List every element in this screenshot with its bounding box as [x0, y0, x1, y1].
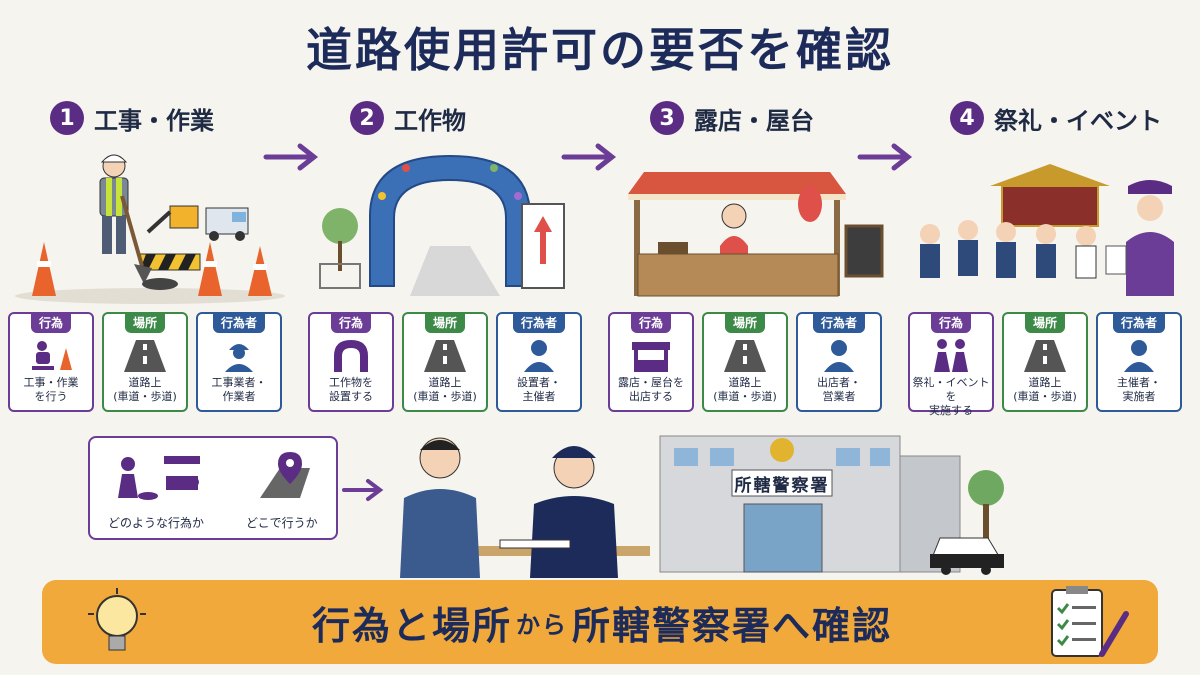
- bubble-label-place: どこで行うか: [246, 516, 318, 530]
- card-tag: 行為者: [212, 312, 266, 333]
- card-action: 行為 工作物を 設置する: [308, 312, 394, 412]
- card-text: 道路上 (車道・歩道): [113, 376, 177, 403]
- arrow-right-icon: [857, 143, 913, 171]
- card-tag: 場所: [424, 312, 466, 333]
- card-text: 道路上 (車道・歩道): [413, 376, 477, 403]
- card-actor: 行為者 出店者・ 営業者: [796, 312, 882, 412]
- card-tag: 行為: [30, 312, 72, 333]
- road-icon: [124, 340, 166, 372]
- arrow-right-icon: [263, 143, 319, 171]
- consultation-scene-illustration: [400, 437, 650, 578]
- step-number: 1: [50, 101, 84, 135]
- worker-cone-icon: [32, 341, 72, 370]
- person-icon: [824, 340, 854, 372]
- conclusion-banner: 行為と場所 から 所轄警察署へ確認: [42, 580, 1158, 664]
- police-station-illustration: [659, 435, 1004, 575]
- card-tag: 行為: [930, 312, 972, 333]
- step-title: 工作物: [394, 106, 466, 135]
- banner-text-part: 所轄警察署へ確認: [572, 603, 893, 648]
- construction-scene-illustration: [15, 154, 285, 304]
- card-tag: 行為者: [812, 312, 866, 333]
- card-text: 主催者・ 実施者: [1117, 376, 1161, 403]
- stall-icon: [632, 342, 670, 372]
- card-action: 行為 露店・屋台を 出店する: [608, 312, 694, 412]
- card-tag: 行為者: [512, 312, 566, 333]
- arch-gate-illustration: [319, 154, 565, 296]
- step-cards: 行為 露店・屋台を 出店する 場所 道路上 (車道・歩道) 行為者 出店者・ 営…: [608, 312, 882, 412]
- banner-text-part: から: [516, 610, 568, 639]
- card-place: 場所 道路上 (車道・歩道): [402, 312, 488, 412]
- step-festival: 4 祭礼・イベント 行為 祭礼・イベントを 実施する 場所 道路上 (: [904, 100, 1194, 420]
- step-cards: 行為 工事・作業 を行う 場所 道路上 (車道・歩道) 行為者 工事業者・ 作業…: [8, 312, 282, 412]
- police-station-sign: 所轄警察署: [734, 475, 830, 496]
- card-text: 工事・作業 を行う: [23, 376, 79, 403]
- arch-icon: [334, 340, 368, 372]
- people-icon: [934, 339, 968, 372]
- step-title: 工事・作業: [94, 106, 214, 135]
- step-number: 4: [950, 101, 984, 135]
- card-tag: 行為: [330, 312, 372, 333]
- arrow-right-icon: [561, 143, 617, 171]
- food-stall-illustration: [628, 172, 884, 297]
- step-number: 2: [350, 101, 384, 135]
- card-text: 道路上 (車道・歩道): [713, 376, 777, 403]
- arrow-right-icon: [342, 479, 384, 501]
- step-title: 露店・屋台: [694, 106, 814, 135]
- hardhat-person-icon: [225, 344, 253, 372]
- card-text: 道路上 (車道・歩道): [1013, 376, 1077, 403]
- card-action: 行為 祭礼・イベントを 実施する: [908, 312, 994, 417]
- person-icon: [1124, 340, 1154, 372]
- card-text: 露店・屋台を 出店する: [618, 376, 684, 403]
- card-text: 工作物を 設置する: [329, 376, 373, 403]
- road-icon: [724, 340, 766, 372]
- card-tag: 場所: [724, 312, 766, 333]
- clipboard-checklist-icon: [1051, 586, 1129, 657]
- card-actor: 行為者 設置者・ 主催者: [496, 312, 582, 412]
- card-tag: 場所: [124, 312, 166, 333]
- card-place: 場所 道路上 (車道・歩道): [702, 312, 788, 412]
- road-icon: [424, 340, 466, 372]
- step-cards: 行為 工作物を 設置する 場所 道路上 (車道・歩道) 行為者 設置者・ 主催者: [308, 312, 582, 412]
- card-tag: 場所: [1024, 312, 1066, 333]
- card-text: 設置者・ 主催者: [517, 376, 561, 403]
- step-number: 3: [650, 101, 684, 135]
- card-text: 工事業者・ 作業者: [211, 376, 267, 403]
- banner-message: 行為と場所 から 所轄警察署へ確認: [202, 580, 1002, 664]
- step-food-stall: 3 露店・屋台 行為 露店・屋台を 出店する 場所 道路上 (車道・歩道): [604, 100, 894, 420]
- step-cards: 行為 祭礼・イベントを 実施する 場所 道路上 (車道・歩道) 行為者 主催者・…: [908, 312, 1182, 417]
- card-tag: 行為: [630, 312, 672, 333]
- card-text: 祭礼・イベントを 実施する: [912, 376, 990, 417]
- map-pin-road-icon: [260, 452, 310, 498]
- road-icon: [1024, 340, 1066, 372]
- page-title: 道路使用許可の要否を確認: [306, 23, 894, 77]
- card-actor: 行為者 工事業者・ 作業者: [196, 312, 282, 412]
- step-structure: 2 工作物 行為 工作物を 設置する 場所 道路上 (車道・歩道) 行為者: [304, 100, 594, 420]
- card-place: 場所 道路上 (車道・歩道): [102, 312, 188, 412]
- person-icon: [524, 340, 554, 372]
- card-actor: 行為者 主催者・ 実施者: [1096, 312, 1182, 412]
- card-action: 行為 工事・作業 を行う: [8, 312, 94, 412]
- card-place: 場所 道路上 (車道・歩道): [1002, 312, 1088, 412]
- banner-text-part: 行為と場所: [311, 603, 512, 648]
- consultation-bubble: どのような行為か どこで行うか: [88, 436, 338, 540]
- worker-stall-icon: [118, 456, 200, 500]
- step-title: 祭礼・イベント: [994, 106, 1162, 135]
- festival-illustration: [920, 164, 1174, 296]
- lightbulb-icon: [88, 588, 146, 651]
- bubble-label-action: どのような行為か: [108, 516, 205, 530]
- card-text: 出店者・ 営業者: [817, 376, 861, 403]
- card-tag: 行為者: [1112, 312, 1166, 333]
- step-construction: 1 工事・作業 行為: [4, 100, 294, 420]
